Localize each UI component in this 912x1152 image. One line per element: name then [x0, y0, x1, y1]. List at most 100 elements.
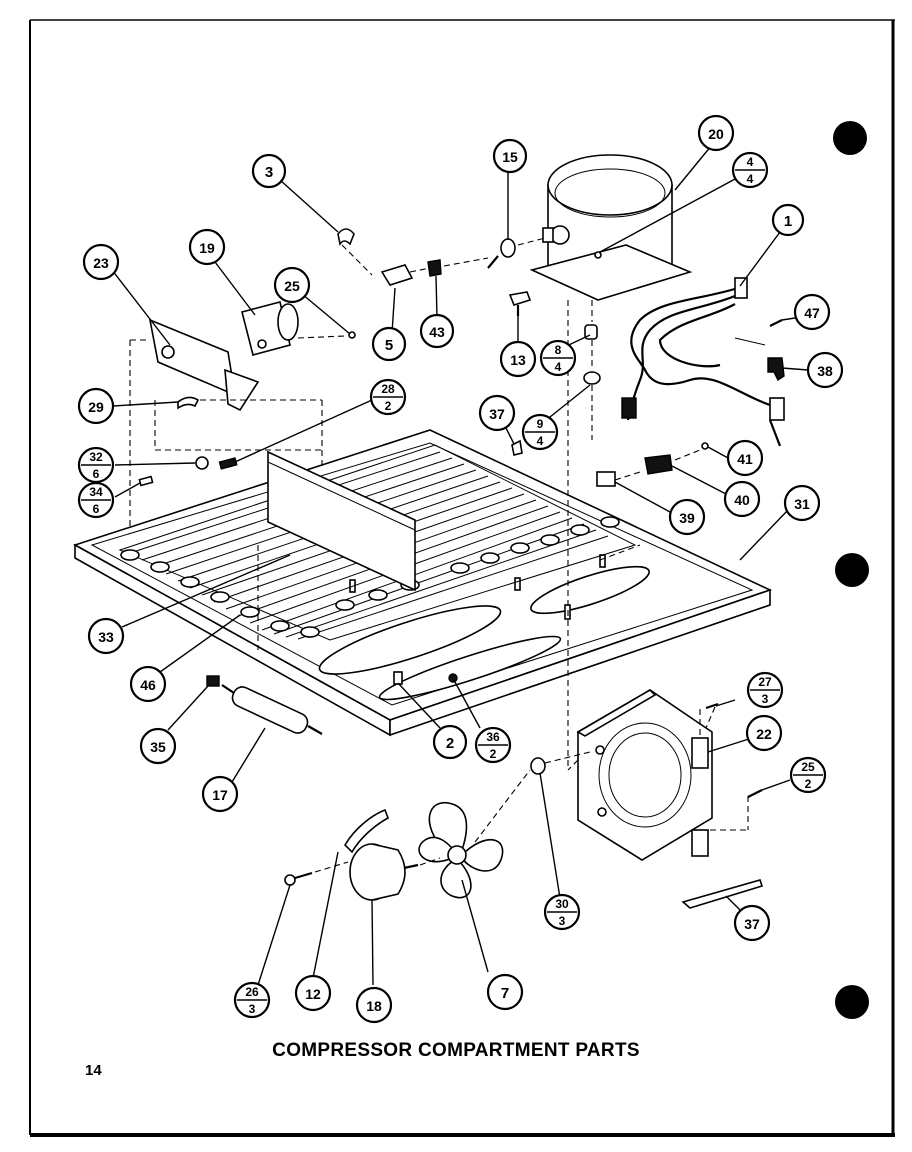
svg-text:25: 25	[801, 760, 815, 774]
binder-hole-top	[833, 121, 867, 155]
callout-40: 40	[723, 480, 761, 518]
callout-8-4: 8 4	[539, 339, 577, 377]
callout-4-4: 4 4	[731, 151, 769, 189]
connector	[596, 471, 616, 487]
svg-text:6: 6	[93, 467, 100, 481]
callout-2: 2	[432, 724, 468, 760]
clip-small	[337, 228, 355, 247]
svg-text:6: 6	[93, 502, 100, 516]
callout-29: 29	[77, 387, 115, 425]
svg-text:9: 9	[537, 417, 544, 431]
leader-lines	[111, 139, 809, 986]
svg-text:15: 15	[502, 149, 518, 165]
overload-protector	[487, 238, 516, 269]
control-screw	[348, 331, 356, 339]
washer	[530, 757, 546, 775]
svg-text:13: 13	[510, 352, 526, 368]
callout-26-3: 26 3	[233, 981, 271, 1019]
svg-text:37: 37	[489, 406, 505, 422]
svg-text:2: 2	[446, 735, 454, 752]
motor-screw	[284, 871, 313, 886]
svg-text:40: 40	[734, 492, 750, 508]
control-bracket	[148, 318, 260, 412]
svg-text:26: 26	[245, 985, 259, 999]
relay	[508, 291, 532, 316]
assembly-lines	[129, 237, 749, 873]
fitting-2	[393, 671, 403, 685]
callout-13: 13	[499, 340, 537, 378]
svg-text:8: 8	[555, 343, 562, 357]
svg-text:20: 20	[708, 126, 724, 142]
callout-15: 15	[492, 138, 528, 174]
callout-17: 17	[201, 775, 239, 813]
svg-text:43: 43	[429, 324, 445, 340]
callout-30-3: 30 3	[543, 893, 581, 931]
callout-34-6: 34 6	[77, 481, 115, 519]
svg-text:39: 39	[679, 510, 695, 526]
svg-text:41: 41	[737, 451, 753, 467]
callout-31: 31	[783, 484, 821, 522]
svg-text:1: 1	[784, 213, 792, 230]
svg-text:2: 2	[385, 399, 392, 413]
svg-text:47: 47	[804, 305, 820, 321]
control-unit	[241, 301, 299, 356]
callout-38: 38	[806, 351, 844, 389]
svg-text:33: 33	[98, 629, 114, 645]
callout-5: 5	[371, 326, 407, 362]
motor-bracket	[343, 808, 389, 854]
svg-text:3: 3	[265, 164, 273, 181]
svg-text:5: 5	[385, 337, 393, 354]
callout-37-upper: 37	[478, 394, 516, 432]
callout-25: 25	[273, 266, 311, 304]
svg-text:4: 4	[555, 360, 562, 374]
base-pan	[73, 429, 773, 737]
clip-37	[511, 439, 523, 456]
svg-text:37: 37	[744, 916, 760, 932]
svg-text:2: 2	[490, 747, 497, 761]
screw-28	[218, 457, 238, 470]
svg-text:3: 3	[249, 1002, 256, 1016]
svg-text:18: 18	[366, 998, 382, 1014]
strap	[681, 879, 764, 909]
svg-text:46: 46	[140, 677, 156, 693]
page-title: COMPRESSOR COMPARTMENT PARTS	[272, 1040, 640, 1061]
baffle-plate	[267, 450, 416, 592]
callout-37-lower: 37	[733, 904, 771, 942]
svg-text:4: 4	[747, 155, 754, 169]
fan-blade	[418, 802, 504, 899]
svg-text:3: 3	[559, 914, 566, 928]
callout-36-2: 36 2	[474, 726, 512, 764]
fan-motor	[349, 843, 419, 901]
svg-text:25: 25	[284, 278, 300, 294]
wiring-harness	[621, 277, 785, 447]
callout-28-2: 28 2	[369, 378, 407, 416]
svg-text:28: 28	[381, 382, 395, 396]
svg-text:22: 22	[756, 726, 772, 742]
page-number: 14	[85, 1062, 102, 1079]
binder-hole-bottom	[835, 985, 869, 1019]
svg-text:30: 30	[555, 897, 569, 911]
compressor	[529, 154, 693, 301]
callout-39: 39	[668, 498, 706, 536]
svg-text:3: 3	[762, 692, 769, 706]
spacer	[195, 456, 209, 470]
fan-shroud	[576, 688, 713, 861]
terminal-screw	[701, 442, 709, 450]
wire-clip	[767, 357, 785, 382]
svg-text:35: 35	[150, 739, 166, 755]
callout-27-3: 27 3	[746, 671, 784, 709]
callout-25-2: 25 2	[789, 756, 827, 794]
svg-text:4: 4	[747, 172, 754, 186]
callout-1: 1	[771, 203, 805, 237]
svg-text:34: 34	[89, 485, 103, 499]
callout-32-6: 32 6	[77, 446, 115, 484]
svg-text:38: 38	[817, 363, 833, 379]
callout-20: 20	[697, 114, 735, 152]
screw	[769, 319, 783, 327]
callout-12: 12	[294, 974, 332, 1012]
cable-tie	[177, 396, 200, 410]
svg-text:2: 2	[805, 777, 812, 791]
svg-text:4: 4	[537, 434, 544, 448]
drier	[221, 684, 323, 735]
